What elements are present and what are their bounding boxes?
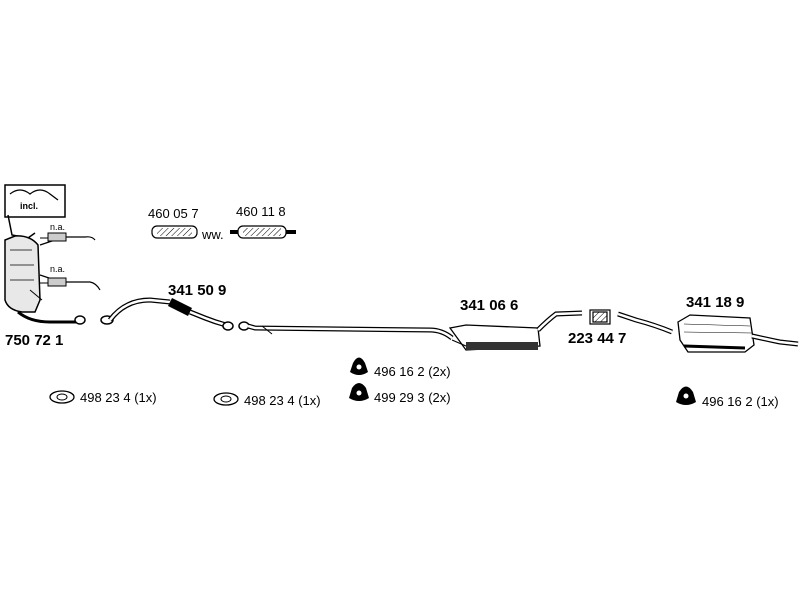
gasket-icon-1 bbox=[49, 390, 75, 404]
catalyst-assembly bbox=[4, 184, 86, 325]
gasket-label-1: 498 23 4 (1x) bbox=[80, 390, 157, 405]
front-pipe bbox=[100, 297, 234, 331]
oxygen-sensor-bottom bbox=[40, 277, 101, 291]
connector-clamp bbox=[589, 309, 611, 325]
rubber-hanger-icon-1 bbox=[350, 357, 368, 375]
part-number-connector: 223 44 7 bbox=[568, 330, 627, 347]
rear-silencer bbox=[617, 311, 799, 353]
gasket-label-2: 498 23 4 (1x) bbox=[244, 393, 321, 408]
oxygen-sensor-top bbox=[40, 232, 96, 242]
na-label-top: n.a. bbox=[50, 222, 66, 232]
part-number-flex-b: 460 11 8 bbox=[236, 204, 286, 219]
hanger-label-mid-2: 499 29 3 (2x) bbox=[374, 390, 451, 405]
part-number-catalyst: 750 72 1 bbox=[5, 332, 64, 349]
incl-label: incl. bbox=[20, 201, 39, 211]
middle-silencer bbox=[448, 310, 583, 351]
na-label-bottom: n.a. bbox=[50, 264, 66, 274]
part-number-flex-a: 460 05 7 bbox=[148, 206, 199, 221]
part-number-middle-silencer: 341 06 6 bbox=[460, 297, 519, 314]
rubber-hanger-icon-2 bbox=[349, 383, 369, 401]
hanger-label-mid: 496 16 2 (2x) bbox=[374, 364, 451, 379]
flex-pipe-a bbox=[151, 225, 198, 239]
gasket-icon-2 bbox=[213, 392, 239, 406]
part-number-rear-silencer: 341 18 9 bbox=[686, 294, 745, 311]
rubber-hanger-icon-3 bbox=[676, 386, 696, 405]
ww-label: ww. bbox=[202, 227, 224, 242]
part-number-front-pipe: 341 50 9 bbox=[168, 282, 227, 299]
flex-pipe-b bbox=[230, 225, 296, 239]
middle-pipe bbox=[238, 321, 454, 340]
hanger-label-rear: 496 16 2 (1x) bbox=[702, 394, 779, 409]
